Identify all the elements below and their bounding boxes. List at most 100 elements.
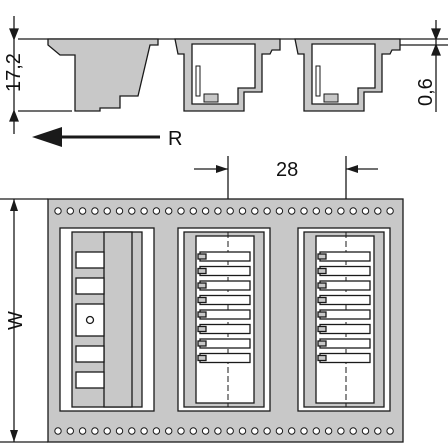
contact-slot bbox=[319, 265, 371, 277]
contact-pin bbox=[317, 354, 327, 362]
sprocket-hole-top bbox=[374, 207, 382, 215]
side-view bbox=[18, 38, 448, 112]
contact-slot bbox=[199, 280, 251, 291]
pocket-cavity-right bbox=[311, 43, 376, 105]
height-dimension bbox=[9, 16, 19, 134]
sprocket-hole-top bbox=[201, 207, 210, 215]
sprocket-hole-top bbox=[324, 207, 333, 215]
height-label: 17,2 bbox=[3, 53, 25, 92]
contact-slot bbox=[319, 323, 371, 335]
contact-slot bbox=[199, 338, 251, 349]
direction-label: R bbox=[168, 128, 182, 150]
plan-view bbox=[47, 198, 404, 443]
sprocket-hole-top bbox=[128, 207, 136, 215]
sprocket-hole-bottom bbox=[201, 427, 210, 435]
contact-pin bbox=[317, 325, 327, 333]
contact-pin bbox=[317, 253, 327, 260]
contact-slot bbox=[319, 338, 371, 349]
width-dimension bbox=[0, 198, 48, 443]
sprocket-hole-top bbox=[54, 207, 62, 215]
pocket-left bbox=[59, 227, 155, 412]
contact-slot bbox=[319, 352, 371, 364]
sprocket-hole-bottom bbox=[263, 427, 271, 435]
sprocket-hole-top bbox=[214, 207, 222, 215]
sprocket-hole-top bbox=[152, 207, 161, 215]
sprocket-hole-top bbox=[140, 207, 148, 215]
contact-pin bbox=[317, 282, 327, 289]
pocket-middle bbox=[177, 227, 271, 412]
sprocket-hole-bottom bbox=[312, 427, 320, 435]
sprocket-holes bbox=[54, 207, 394, 435]
contact-pin bbox=[197, 296, 207, 304]
sprocket-hole-bottom bbox=[115, 427, 124, 435]
sprocket-hole-bottom bbox=[226, 427, 234, 435]
contact-slot bbox=[199, 309, 251, 320]
sprocket-hole-top bbox=[361, 207, 370, 215]
direction-arrow bbox=[32, 127, 160, 147]
sprocket-hole-bottom bbox=[349, 427, 357, 435]
sprocket-hole-bottom bbox=[165, 427, 173, 435]
pocket-section-left bbox=[47, 38, 159, 112]
sprocket-hole-top bbox=[312, 207, 320, 215]
sprocket-hole-bottom bbox=[54, 427, 62, 435]
sprocket-hole-top bbox=[78, 207, 87, 215]
contact-pin bbox=[317, 267, 327, 275]
sprocket-hole-top bbox=[288, 207, 296, 215]
sprocket-hole-top bbox=[300, 207, 308, 215]
sprocket-hole-bottom bbox=[140, 427, 148, 435]
contact-pin bbox=[317, 311, 327, 318]
sprocket-hole-bottom bbox=[288, 427, 296, 435]
sprocket-hole-bottom bbox=[78, 427, 87, 435]
thickness-label: 0,6 bbox=[415, 78, 437, 106]
pocket-cavity-middle bbox=[191, 43, 256, 105]
sprocket-hole-top bbox=[386, 207, 394, 215]
sprocket-hole-bottom bbox=[152, 427, 161, 435]
contact-pin bbox=[197, 325, 207, 333]
sprocket-hole-bottom bbox=[324, 427, 333, 435]
sprocket-hole-bottom bbox=[66, 427, 75, 435]
contact-slot bbox=[199, 251, 251, 262]
sprocket-hole-bottom bbox=[386, 427, 394, 435]
contact-pin bbox=[197, 267, 207, 275]
contact-slot bbox=[319, 309, 371, 320]
sprocket-hole-top bbox=[66, 207, 75, 215]
pocket-right bbox=[297, 227, 391, 412]
sprocket-hole-bottom bbox=[361, 427, 370, 435]
contact-pin bbox=[197, 354, 207, 362]
contact-slot bbox=[319, 294, 371, 306]
thickness-dimension bbox=[400, 20, 448, 112]
sprocket-hole-top bbox=[275, 207, 284, 215]
sprocket-hole-top bbox=[337, 207, 345, 215]
sprocket-hole-bottom bbox=[189, 427, 198, 435]
sprocket-hole-bottom bbox=[214, 427, 222, 435]
sprocket-hole-bottom bbox=[275, 427, 284, 435]
contact-pin bbox=[197, 340, 207, 347]
sprocket-hole-top bbox=[189, 207, 198, 215]
sprocket-hole-bottom bbox=[374, 427, 382, 435]
sprocket-hole-bottom bbox=[300, 427, 308, 435]
contact-pin bbox=[317, 296, 327, 304]
sprocket-hole-bottom bbox=[91, 427, 99, 435]
sprocket-hole-bottom bbox=[103, 427, 111, 435]
contact-pin bbox=[197, 311, 207, 318]
sprocket-hole-top bbox=[226, 207, 234, 215]
width-label: W bbox=[5, 311, 27, 330]
sprocket-hole-top bbox=[91, 207, 99, 215]
sprocket-hole-bottom bbox=[251, 427, 259, 435]
sprocket-hole-top bbox=[263, 207, 271, 215]
contact-row-middle bbox=[197, 251, 251, 364]
contact-pin bbox=[197, 282, 207, 289]
contact-slot bbox=[199, 265, 251, 277]
sprocket-hole-bottom bbox=[177, 427, 185, 435]
sprocket-hole-bottom bbox=[238, 427, 247, 435]
sprocket-hole-top bbox=[349, 207, 357, 215]
pitch-label: 28 bbox=[276, 159, 298, 181]
sprocket-hole-top bbox=[238, 207, 247, 215]
contact-slot bbox=[319, 280, 371, 291]
sprocket-hole-bottom bbox=[337, 427, 345, 435]
sprocket-hole-top bbox=[115, 207, 124, 215]
sprocket-hole-top bbox=[165, 207, 173, 215]
contact-slot bbox=[199, 323, 251, 335]
sprocket-hole-top bbox=[103, 207, 111, 215]
